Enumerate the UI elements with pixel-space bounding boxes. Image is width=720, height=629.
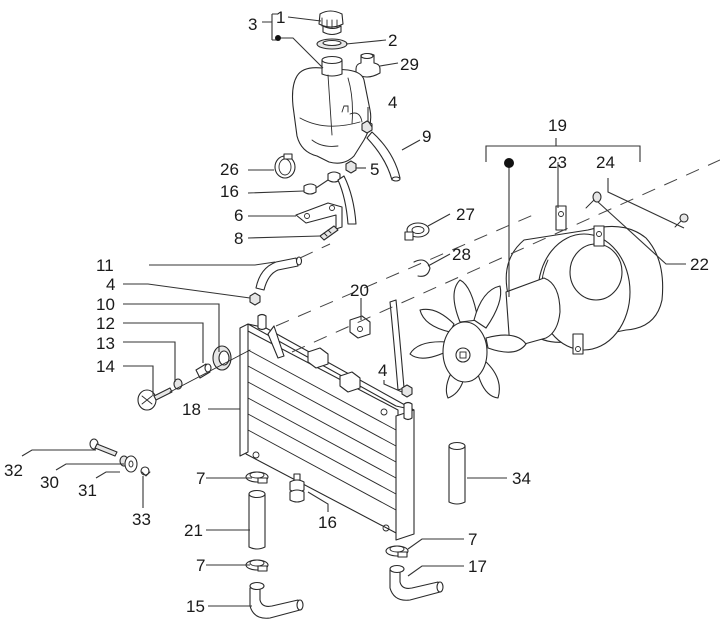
hose-11 [255, 256, 303, 291]
bolt-32 [89, 438, 118, 457]
callout-30: 30 [40, 473, 59, 492]
bracket-6 [295, 202, 343, 230]
rubber-mount-16-upper [303, 171, 341, 195]
callout-24: 24 [596, 153, 615, 172]
fan-motor [505, 277, 561, 349]
clip-28 [413, 259, 431, 277]
nut-4-lower [401, 384, 413, 398]
washer-31 [124, 455, 138, 473]
callout-32: 32 [4, 461, 23, 480]
callout-17: 17 [468, 557, 487, 576]
rubber-cap [355, 52, 381, 78]
assembly-axis-line [169, 349, 251, 393]
radiator-clips [307, 347, 361, 393]
callout-11: 11 [96, 256, 114, 275]
nut-4-upper [361, 120, 373, 134]
callout-18: 18 [182, 400, 201, 419]
callout-22: 22 [690, 255, 709, 274]
callout-19: 19 [548, 116, 567, 135]
screw-14 [137, 387, 173, 411]
callout-16-lower: 16 [318, 513, 337, 532]
seal-ring [316, 38, 348, 50]
hose-clamp-26 [274, 153, 296, 179]
callout-33: 33 [132, 510, 151, 529]
nut-4-middle [249, 292, 261, 306]
assembly-marker-dot [504, 158, 514, 168]
expansion-tank [291, 55, 372, 164]
hose-15 [249, 581, 304, 619]
callout-28: 28 [452, 245, 471, 264]
callout-23: 23 [548, 153, 567, 172]
spacer-12 [195, 363, 212, 379]
callout-34: 34 [512, 469, 531, 488]
filler-cap [318, 10, 344, 36]
callout-2: 2 [388, 31, 397, 50]
hose-center [389, 299, 405, 391]
callout-12: 12 [96, 314, 115, 333]
hose-clamp-7-upper [245, 471, 269, 484]
callout-5: 5 [370, 160, 379, 179]
callout-15: 15 [186, 597, 205, 616]
screw-24-left [585, 191, 602, 209]
fan-blades [409, 279, 527, 399]
callout-7-upper: 7 [196, 469, 205, 488]
hose-clamp-7-middle [245, 559, 269, 572]
radiator [239, 313, 415, 541]
assembly-marker-dot [275, 35, 281, 41]
callout-9: 9 [422, 127, 431, 146]
assembly-dash-line [299, 243, 331, 259]
callout-3: 3 [248, 15, 257, 34]
rubber-mount-16-lower [289, 473, 305, 503]
callout-14: 14 [96, 357, 115, 376]
callout-4-lower: 4 [378, 361, 387, 380]
hose-17 [389, 564, 444, 601]
callout-20: 20 [350, 281, 369, 300]
callout-26: 26 [220, 160, 239, 179]
callout-31: 31 [78, 481, 97, 500]
leader-lines [21, 13, 686, 607]
nut-33 [140, 466, 151, 477]
callout-10: 10 [96, 295, 115, 314]
callout-8: 8 [234, 229, 243, 248]
callout-27: 27 [456, 205, 475, 224]
clip-20 [349, 315, 371, 339]
tank-outlet-hose [337, 175, 357, 225]
nut-5 [345, 160, 357, 174]
callout-16-upper: 16 [220, 182, 239, 201]
callout-13: 13 [96, 334, 115, 353]
callout-21: 21 [184, 521, 203, 540]
callout-4-middle: 4 [106, 275, 115, 294]
callout-7-lower: 7 [468, 530, 477, 549]
callout-1: 1 [276, 8, 285, 27]
hose-clamp-27 [404, 222, 430, 241]
hose-9 [366, 131, 401, 182]
screw-24-right [674, 213, 689, 228]
callout-6: 6 [234, 206, 243, 225]
hose-34 [448, 441, 466, 505]
hose-21 [248, 489, 266, 550]
callout-7-middle: 7 [196, 556, 205, 575]
hose-clamp-7-lower [385, 545, 409, 558]
callout-4-upper: 4 [388, 93, 397, 112]
screw-8 [319, 225, 339, 241]
assembly-dash-line [291, 159, 720, 353]
callout-29: 29 [400, 55, 419, 74]
rubber-grommet-10 [212, 345, 232, 371]
